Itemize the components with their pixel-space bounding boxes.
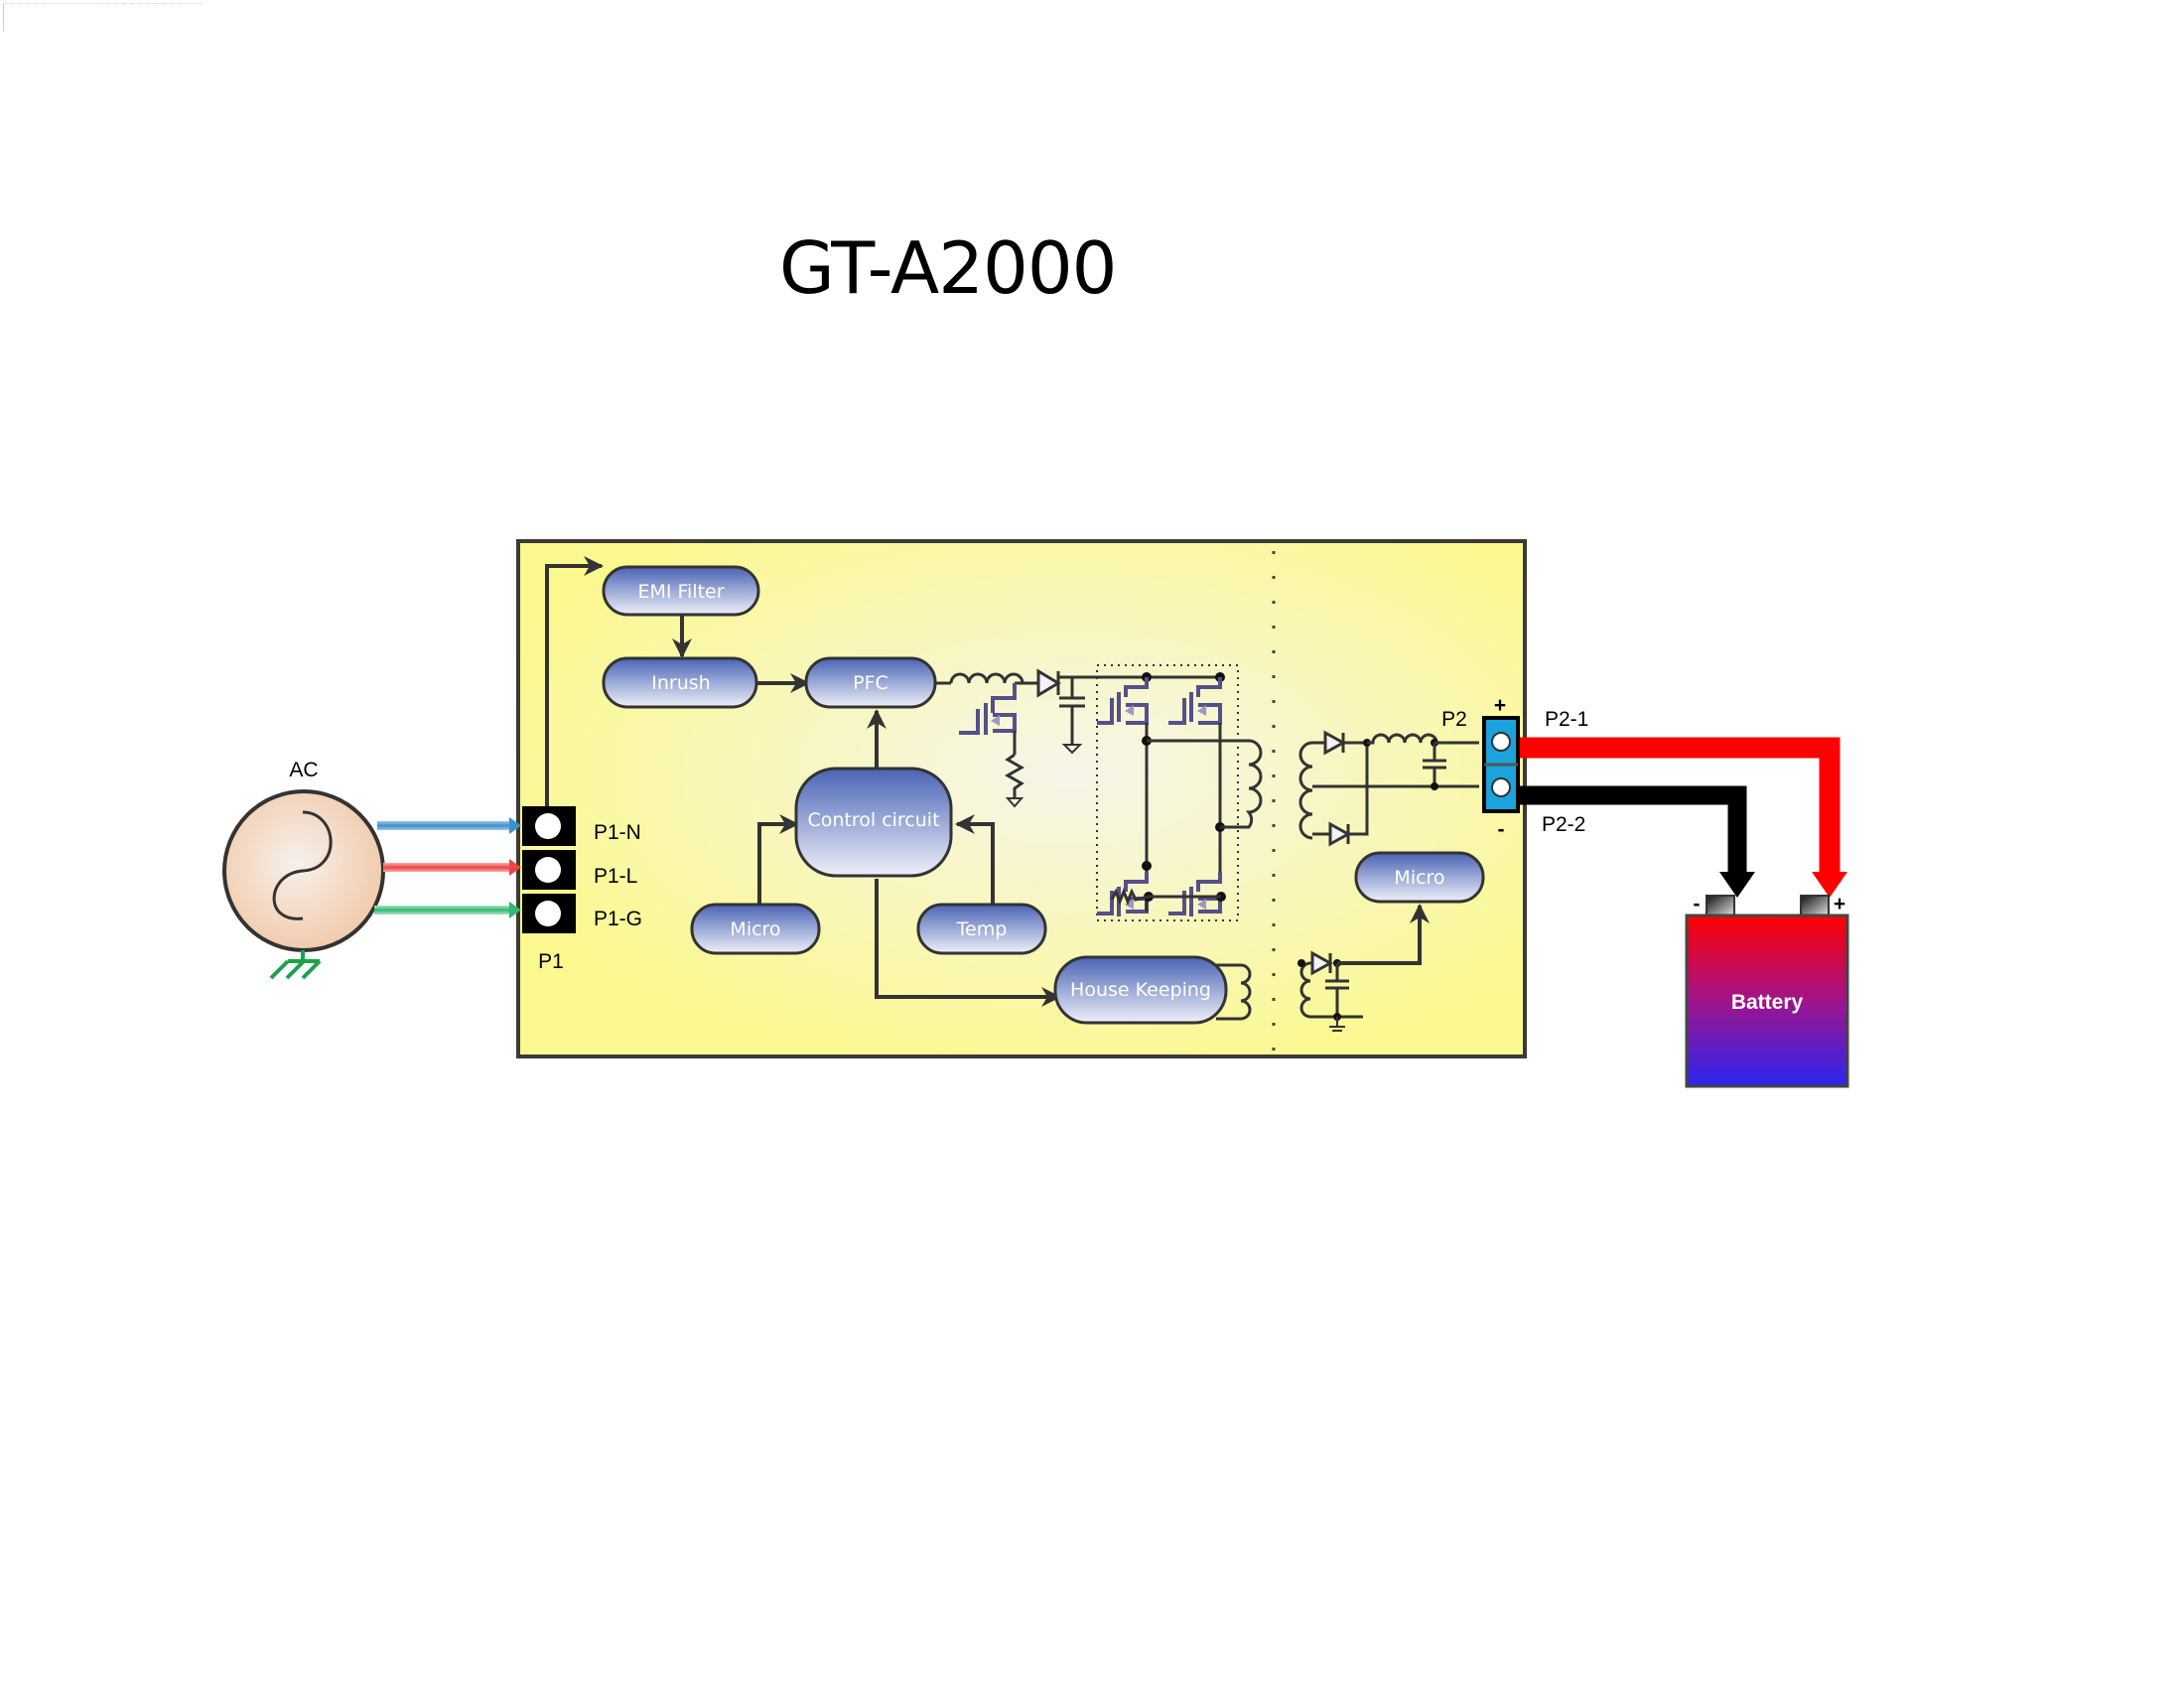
ac-wire-ground (374, 902, 521, 918)
control-circuit-label: Control circuit (807, 809, 939, 831)
p2-pin-2 (1491, 777, 1511, 797)
pfc-inductor-icon (949, 672, 1024, 684)
main-transformer-icon (1147, 739, 1313, 840)
micro-primary-label: Micro (730, 918, 780, 940)
secondary-rectifier (1312, 730, 1479, 847)
battery-positive-terminal (1800, 895, 1830, 916)
output-capacitor-icon (1423, 743, 1446, 790)
p2-pin-1 (1491, 732, 1511, 752)
arrow-p1-to-emi (545, 556, 604, 806)
inrush-label: Inrush (651, 672, 710, 694)
block-emi-filter[interactable]: EMI Filter (602, 565, 760, 617)
housekeeping-label: House Keeping (1070, 979, 1211, 1001)
block-control-circuit[interactable]: Control circuit (794, 767, 953, 878)
pfc-mosfet-icon (959, 683, 1025, 808)
page-corner-mark (3, 3, 203, 32)
arrow-micro-to-control (757, 814, 799, 904)
bulk-capacitor-icon (1059, 677, 1085, 755)
p1-connector (522, 806, 576, 933)
battery-label: Battery (1731, 991, 1804, 1014)
p2-1-label: P2-1 (1545, 708, 1588, 731)
p2-minus-sign: - (1498, 818, 1505, 841)
aux-diode-icon (1310, 950, 1334, 976)
bridge-mosfet-q2-icon (1168, 677, 1222, 725)
pfc-ground-icon (1005, 797, 1024, 808)
arrow-control-to-housekeeping (875, 879, 1061, 1007)
housekeeping-transformer-icon (1216, 961, 1363, 1021)
p1-l-label: P1-L (594, 865, 637, 888)
arrow-aux-to-micro (1337, 904, 1430, 965)
block-housekeeping[interactable]: House Keeping (1053, 955, 1228, 1025)
p2-connector (1482, 716, 1520, 813)
p1-n-label: P1-N (594, 821, 641, 844)
sense-resistor-icon (1004, 753, 1025, 798)
emi-filter-label: EMI Filter (637, 581, 724, 603)
full-bridge (1096, 664, 1239, 921)
p2-label: P2 (1441, 708, 1467, 731)
battery (1685, 895, 1849, 1088)
bridge-mosfet-q1-icon (1097, 677, 1149, 725)
aux-capacitor-icon (1325, 963, 1349, 1021)
block-micro-primary[interactable]: Micro (690, 903, 821, 955)
block-micro-secondary[interactable]: Micro (1354, 851, 1485, 904)
ac-wire-line (383, 859, 521, 876)
p1-g-label: P1-G (594, 908, 642, 930)
p2-2-label: P2-2 (1542, 813, 1585, 836)
negative-cable (1520, 785, 1755, 898)
micro-secondary-label: Micro (1394, 867, 1444, 889)
battery-plus-sign: + (1834, 893, 1845, 915)
ground-icon (269, 950, 322, 980)
aux-supply (1297, 904, 1430, 1032)
aux-ground-icon (1329, 1017, 1345, 1032)
ac-wire-neutral (377, 817, 521, 834)
pfc-label: PFC (853, 672, 888, 694)
block-pfc[interactable]: PFC (804, 656, 937, 709)
pfc-power-stage (935, 668, 1223, 808)
sine-wave-icon (272, 810, 333, 920)
p2-plus-sign: + (1494, 694, 1506, 717)
battery-negative-terminal (1706, 895, 1735, 916)
positive-cable (1520, 737, 1847, 898)
battery-minus-sign: - (1694, 893, 1701, 915)
bridge-mosfet-q4-icon (1168, 872, 1222, 916)
ac-label: AC (289, 759, 318, 781)
diagram-title: GT-A2000 (779, 226, 1117, 310)
block-inrush[interactable]: Inrush (602, 656, 758, 709)
battery-body (1685, 914, 1849, 1088)
temp-label: Temp (956, 918, 1008, 940)
pfc-diode-icon (1036, 668, 1061, 698)
output-inductor-icon (1367, 733, 1438, 745)
arrow-temp-to-control (955, 814, 995, 904)
block-temp[interactable]: Temp (916, 903, 1047, 955)
p1-label: P1 (538, 950, 564, 973)
bridge-sense-resistor-icon (1110, 887, 1150, 907)
ac-source (222, 789, 385, 980)
